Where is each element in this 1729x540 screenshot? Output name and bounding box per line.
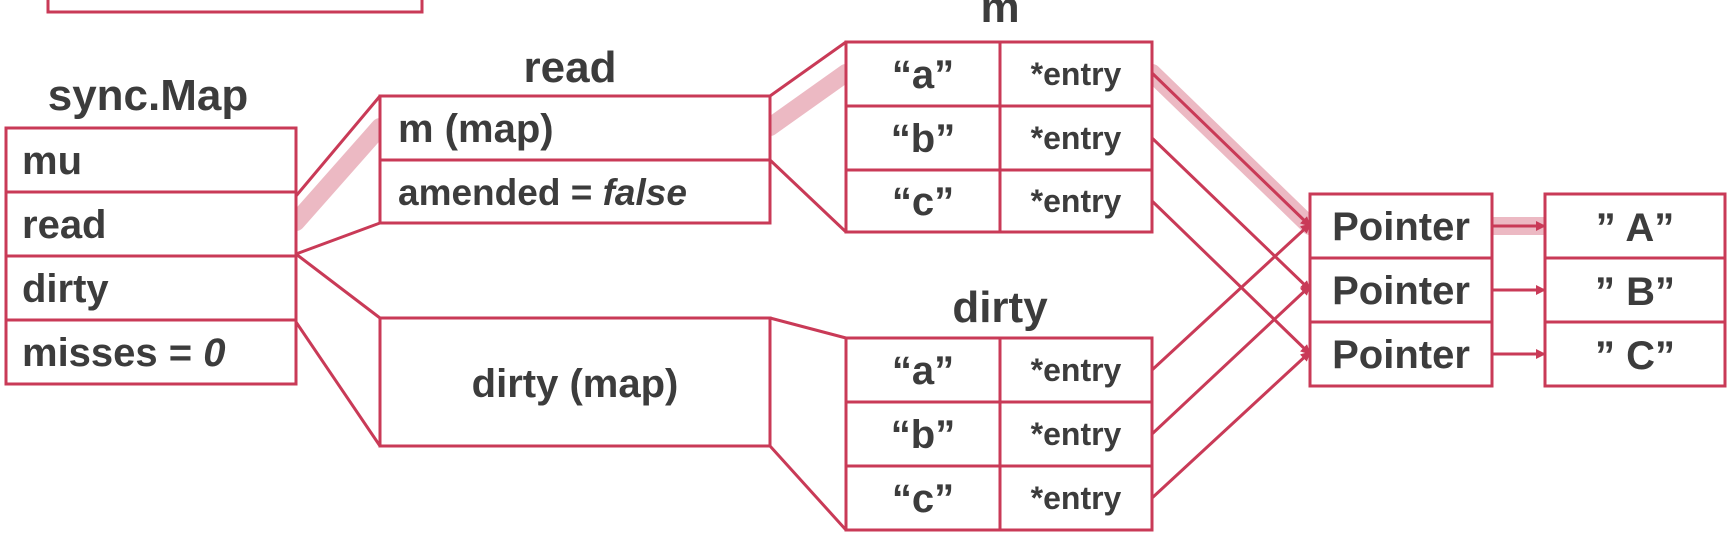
m-table-title: m <box>980 0 1019 32</box>
dirty-table: dirty “a” “b” “c” *entry *entry *entry <box>844 283 1154 532</box>
m-upper-connector <box>769 40 847 98</box>
connector-lines <box>294 40 848 532</box>
pointer-column: Pointer Pointer Pointer <box>1308 192 1494 388</box>
read-amended-label: amended = false <box>398 172 687 213</box>
pointer-value-arrows <box>1492 221 1546 359</box>
syncmap-field-mu: mu <box>22 139 82 183</box>
dirty-table-lower-connector <box>768 444 848 532</box>
dirty-key-b: “b” <box>891 413 955 457</box>
value-cell <box>1543 256 1727 324</box>
value-column: ” A” ” B” ” C” <box>1543 192 1727 388</box>
syncmap-field-dirty: dirty <box>22 267 109 311</box>
m-key-b: “b” <box>891 117 955 161</box>
read-upper-connector <box>294 95 382 197</box>
dirty-key-c: “c” <box>892 477 954 521</box>
pointer-c: Pointer <box>1332 333 1470 377</box>
value-cell <box>1543 320 1727 388</box>
dirty-key-cell <box>844 400 1002 468</box>
read-struct: read m (map) amended = false <box>378 43 772 225</box>
dirty-entry-cell <box>998 336 1154 404</box>
misses-value: 0 <box>203 331 225 375</box>
m-table: m “a” “b” “c” *entry *entry *entry <box>844 0 1154 234</box>
arrow-dirty-b-to-pointer-b <box>1150 284 1312 436</box>
m-entry-cell <box>998 168 1154 234</box>
dirty-entry-cell <box>998 400 1154 468</box>
read-title: read <box>524 43 617 92</box>
value-a: ” A” <box>1596 206 1675 250</box>
m-entry-cell <box>998 104 1154 172</box>
m-entry-a: *entry <box>1031 56 1122 92</box>
arrow-m-b-to-pointer-b <box>1150 136 1312 292</box>
dirty-key-cell <box>844 464 1002 532</box>
pointer-a: Pointer <box>1332 205 1470 249</box>
syncmap-field-misses: misses = 0 <box>22 331 226 375</box>
dirty-key-a: “a” <box>892 349 954 393</box>
pointer-b: Pointer <box>1332 269 1470 313</box>
value-b: ” B” <box>1595 270 1675 314</box>
syncmap-field-misses-cell <box>4 318 298 386</box>
value-cell <box>1543 192 1727 260</box>
amended-value: false <box>603 172 687 213</box>
m-entry-c: *entry <box>1031 183 1122 219</box>
read-lower-connector <box>295 221 381 256</box>
dirty-table-title: dirty <box>952 283 1048 332</box>
syncmap-field-read: read <box>22 203 107 247</box>
dirty-table-upper-connector <box>769 316 847 340</box>
partial-box <box>46 0 424 14</box>
pointer-cell <box>1308 256 1494 324</box>
dirty-map-box <box>378 316 772 448</box>
dirty-struct: dirty (map) <box>378 316 772 448</box>
m-lower-connector <box>768 158 848 234</box>
read-m-label: m (map) <box>398 107 554 151</box>
value-c: ” C” <box>1595 334 1675 378</box>
dirty-entry-a: *entry <box>1031 352 1122 388</box>
dirty-entry-c: *entry <box>1031 480 1122 516</box>
syncmap-title: sync.Map <box>48 71 249 120</box>
m-entry-cell <box>998 40 1154 108</box>
entry-pointer-arrows <box>1150 71 1312 500</box>
dirty-entry-b: *entry <box>1031 416 1122 452</box>
dirty-upper-connector <box>295 252 381 320</box>
arrow-dirty-a-to-pointer-a <box>1150 222 1312 372</box>
m-key-a: “a” <box>892 53 954 97</box>
read-amended-cell <box>378 158 772 225</box>
m-key-c: “c” <box>892 180 954 224</box>
dirty-map-label: dirty (map) <box>472 362 679 406</box>
syncmap-struct: sync.Map mu read dirty misses = 0 <box>4 71 298 386</box>
m-entry-b: *entry <box>1031 120 1122 156</box>
arrow-m-a-to-pointer-a <box>1150 71 1312 228</box>
pointer-cell <box>1308 192 1494 260</box>
arrow-m-c-to-pointer-c <box>1150 199 1312 356</box>
syncmap-field-mu-cell <box>4 126 298 194</box>
arrow-dirty-c-to-pointer-c <box>1150 350 1312 500</box>
dirty-lower-connector <box>294 321 382 447</box>
